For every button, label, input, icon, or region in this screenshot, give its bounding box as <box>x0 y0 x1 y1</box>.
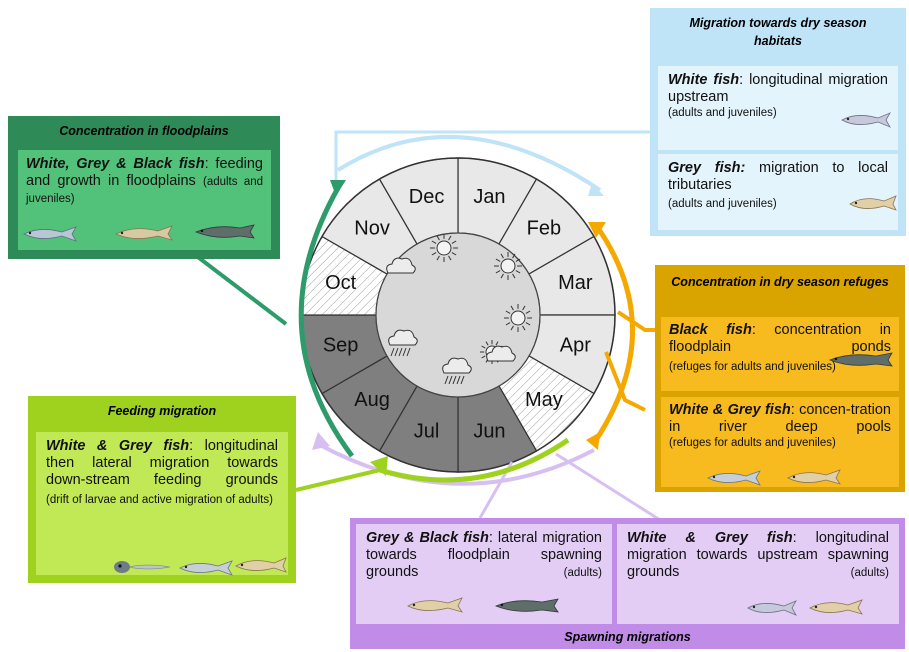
rain-cloud-icon <box>388 329 418 357</box>
refuges-black-panel: Black fish: concentration in floodplain … <box>661 317 899 391</box>
month-label-apr: Apr <box>560 335 591 357</box>
orange-connector-1 <box>616 310 660 332</box>
dry-habitats-title: Migration towards dry season habitats <box>689 16 867 48</box>
floodplains-small: (adults and juveniles) <box>26 176 264 205</box>
dry-grey-bold: Grey fish: <box>668 160 746 176</box>
black-fish-icon <box>828 352 893 367</box>
rain-cloud-icon <box>442 357 472 385</box>
floodplain-arc <box>298 186 355 458</box>
arrow-head <box>586 432 600 450</box>
sun-cloud-icon <box>386 257 416 274</box>
refuges-title: Concentration in dry season refuges <box>671 275 889 289</box>
white-fish-icon <box>707 470 761 486</box>
refuges-wg-bold: White & Grey fish <box>669 402 791 418</box>
white-fish-icon <box>179 560 233 576</box>
dry-season-migration-arc <box>336 134 602 192</box>
floodplains-bold: White, Grey & Black fish <box>26 156 205 172</box>
refuges-wg-text: : concen-tration in river deep pools <box>669 402 891 435</box>
floodplains-title: Concentration in floodplains <box>59 124 229 138</box>
refuges-black-small: (refuges for adults and juveniles) <box>669 361 836 373</box>
spawning-wg-bold: White & Grey fish <box>627 530 793 546</box>
feeding-title: Feeding migration <box>107 404 217 418</box>
spawning-title: Spawning migrations <box>564 630 691 644</box>
spawning-wg-text: : longitudinal migration towards upstrea… <box>627 530 889 580</box>
sun-icon <box>494 252 522 280</box>
month-label-feb: Feb <box>527 217 561 239</box>
refuges-black-bold: Black fish <box>669 322 752 338</box>
grey-fish-icon <box>849 195 897 211</box>
orange-connector-2 <box>604 351 646 412</box>
white-fish-icon <box>747 600 797 616</box>
black-fish-icon <box>494 598 559 613</box>
white-fish-icon <box>841 112 891 128</box>
refuges-wg-small: (refuges for adults and juveniles) <box>669 437 836 449</box>
blue-connector <box>334 130 650 183</box>
month-label-sep: Sep <box>323 335 359 357</box>
refuges-wg-panel: White & Grey fish: concen-tration in riv… <box>661 397 899 487</box>
month-label-mar: Mar <box>558 272 593 294</box>
refuge-arc <box>593 226 635 442</box>
month-label-may: May <box>525 389 563 411</box>
month-label-dec: Dec <box>409 186 445 208</box>
floodplains-text: : feeding and growth in floodplains <box>26 156 263 189</box>
arrow-head <box>588 222 606 238</box>
dry-white-small: (adults and juveniles) <box>668 107 777 119</box>
month-label-jan: Jan <box>473 186 505 208</box>
spawning-arc <box>319 443 595 486</box>
dry-grey-text: migration to local tributaries <box>668 160 888 193</box>
arrow-head <box>330 180 346 196</box>
arrow-head <box>370 456 388 476</box>
spawning-box: Grey & Black fish: lateral migration tow… <box>350 518 905 649</box>
feeding-bold: White & Grey fish <box>46 438 190 454</box>
grey-fish-icon <box>407 597 463 613</box>
refuges-black-text: : concentration in floodplain ponds <box>669 322 891 355</box>
grey-fish-icon <box>235 557 287 573</box>
dry-grey-small: (adults and juveniles) <box>668 198 777 210</box>
green-connector <box>295 468 381 492</box>
refuges-box: Concentration in dry season refuges Blac… <box>655 265 905 492</box>
month-label-jul: Jul <box>414 421 440 443</box>
arrow-head <box>312 432 330 450</box>
sun-icon <box>504 304 532 332</box>
month-label-nov: Nov <box>354 217 390 239</box>
month-label-aug: Aug <box>354 389 390 411</box>
sun-cloud-icon <box>486 345 516 362</box>
dry-white-bold: White fish <box>668 72 740 88</box>
dry-white-text: : longitudinal migration upstream <box>668 72 888 105</box>
spawning-gb-small: (adults) <box>563 567 602 579</box>
purple-connector-2 <box>555 452 661 522</box>
feeding-text: : longitudinal then lateral migration to… <box>46 438 278 488</box>
grey-fish-icon <box>809 599 863 615</box>
dry-white-panel: White fish: longitudinal migration upstr… <box>658 66 898 150</box>
spawning-gb-panel: Grey & Black fish: lateral migration tow… <box>356 524 612 624</box>
white-fish-icon <box>23 226 77 242</box>
grey-fish-icon <box>787 469 841 485</box>
month-label-jun: Jun <box>473 421 505 443</box>
feeding-panel: White & Grey fish: longitudinal then lat… <box>36 432 288 575</box>
feeding-box: Feeding migration White & Grey fish: lon… <box>28 396 296 583</box>
dry-grey-panel: Grey fish: migration to local tributarie… <box>658 154 898 230</box>
black-fish-icon <box>194 224 255 239</box>
grey-fish-icon <box>115 225 173 241</box>
spawning-gb-text: : lateral migration towards floodplain s… <box>366 530 603 580</box>
dark-green-connector <box>184 246 288 326</box>
spawning-wg-small: (adults) <box>850 567 889 579</box>
month-label-oct: Oct <box>325 272 357 294</box>
season-center <box>375 232 541 398</box>
feeding-arc <box>379 437 570 483</box>
arrow-head <box>588 183 604 196</box>
larva-icon <box>114 561 171 573</box>
feeding-small: (drift of larvae and active migration of… <box>46 494 273 506</box>
sun-icon <box>430 234 458 262</box>
spawning-gb-bold: Grey & Black fish <box>366 530 489 546</box>
